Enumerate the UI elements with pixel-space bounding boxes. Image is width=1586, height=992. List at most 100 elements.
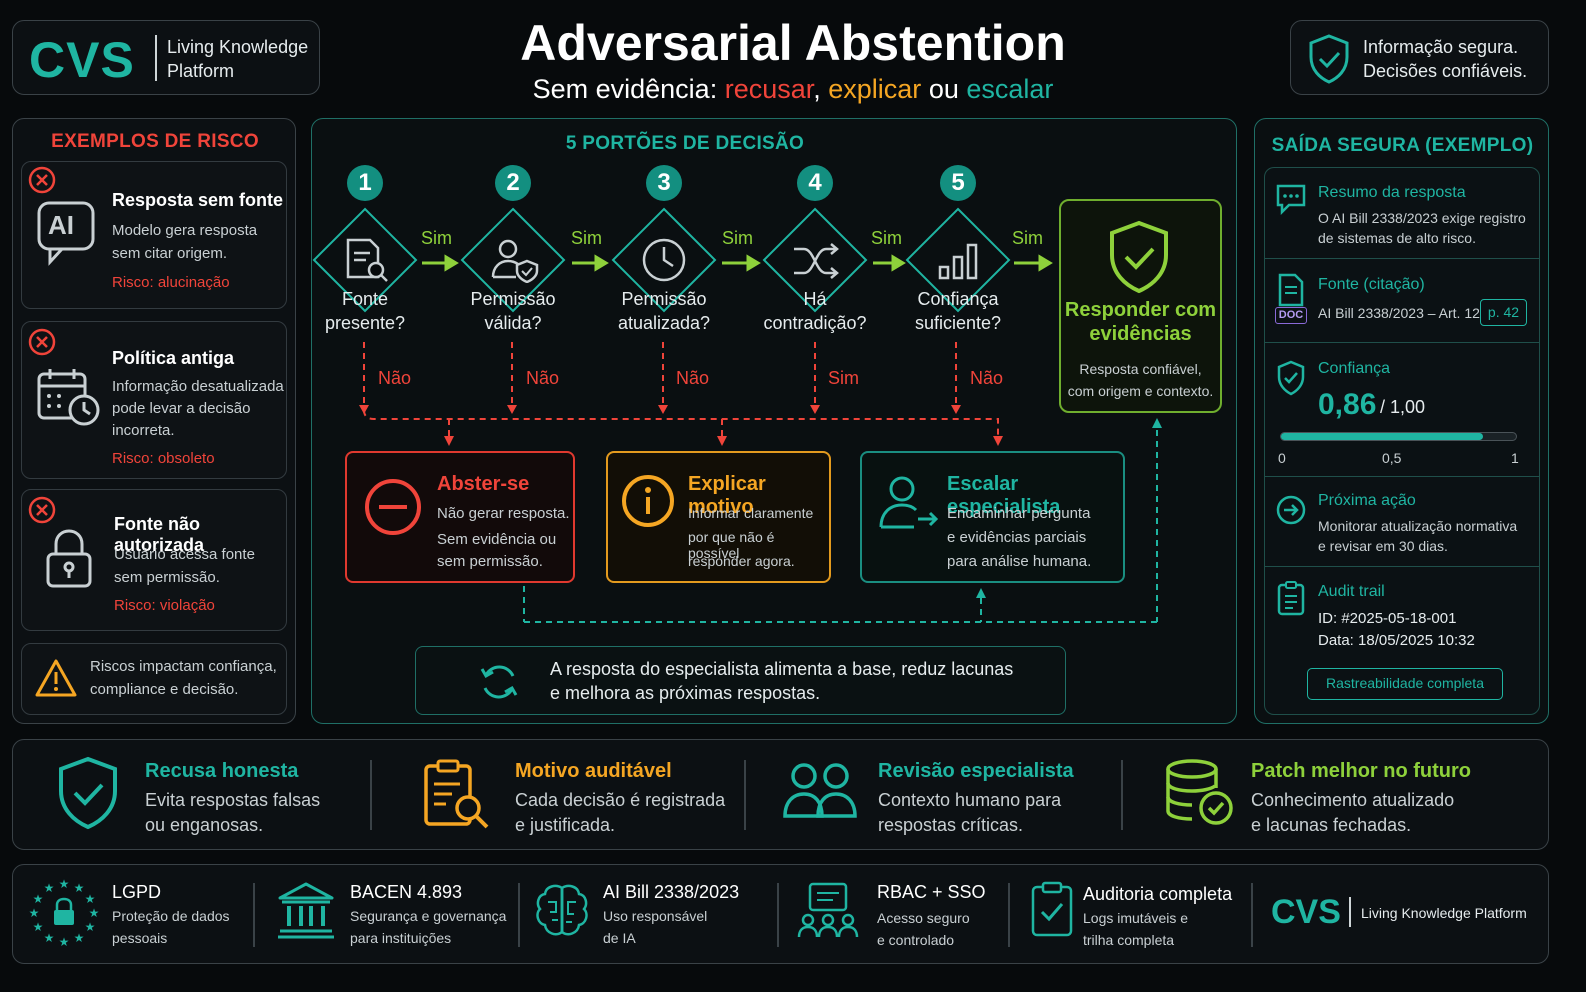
confidence-max: / 1,00 xyxy=(1380,397,1426,417)
risk-title: Fonte não autorizada xyxy=(114,514,205,555)
risk-label: Risco: obsoleto xyxy=(112,450,215,467)
gate-diamond xyxy=(460,207,566,313)
gate-2: 2 Permissão válida? xyxy=(458,165,568,345)
svg-text:★: ★ xyxy=(74,881,85,895)
info-circle-icon xyxy=(622,475,674,527)
divider xyxy=(253,883,255,947)
gate-diamond xyxy=(312,207,418,313)
gate-diamond xyxy=(762,207,868,313)
warning-text-2: compliance e decisão. xyxy=(90,681,239,698)
gates-panel-title: 5 PORTÕES DE DECISÃO xyxy=(565,133,805,154)
outcome-line-2: Sem evidência ou xyxy=(437,531,557,548)
gate-label-1: Confiança xyxy=(917,289,999,309)
subtitle-explain: explicar xyxy=(828,74,922,104)
risk-warning-card: Riscos impactam confiança, compliance e … xyxy=(21,643,287,715)
svg-text:★: ★ xyxy=(44,931,55,945)
users-icon xyxy=(783,763,857,818)
subtitle-sep2: ou xyxy=(921,74,967,104)
source-page-badge[interactable]: p. 42 xyxy=(1480,299,1527,326)
respond-desc-1: Resposta confiável, xyxy=(1079,361,1202,377)
outcome-title: Escalar especialista xyxy=(947,473,1061,518)
confidence-bar-track xyxy=(1280,432,1517,441)
outcome-title: Abster-se xyxy=(437,473,530,495)
audit-id: ID: #2025-05-18-001 xyxy=(1318,610,1457,627)
benefit-line-1: Contexto humano para xyxy=(878,790,1062,810)
risk-card-old-policy: Política antiga Informação desatualizada… xyxy=(21,321,287,479)
arrow-circle-right-icon xyxy=(1276,495,1306,525)
compliance-line-2: de IA xyxy=(603,930,636,946)
divider xyxy=(1264,566,1539,567)
outcome-line-3: para análise humana. xyxy=(947,553,1092,570)
compliance-line-1: Logs imutáveis e xyxy=(1083,910,1189,926)
svg-text:★: ★ xyxy=(59,935,70,948)
logo-subtitle-2: Platform xyxy=(167,61,235,81)
user-shield-icon xyxy=(491,239,539,283)
footer-logo-divider xyxy=(1349,897,1351,927)
gate-3: 3 Permissão atualizada? xyxy=(609,165,719,345)
confidence-tick-0: 0 xyxy=(1278,450,1286,466)
risk-desc-2: sem citar origem. xyxy=(112,245,228,262)
shield-check-icon xyxy=(1110,220,1168,294)
audit-title: Audit trail xyxy=(1318,583,1385,600)
risk-desc-1: Usuário acessa fonte xyxy=(114,546,255,563)
user-forward-icon xyxy=(879,476,939,529)
compliance-title: BACEN 4.893 xyxy=(350,882,463,902)
summary-title: Resumo da resposta xyxy=(1318,184,1466,201)
logo-divider xyxy=(155,35,157,81)
error-x-icon xyxy=(28,328,56,356)
risk-desc-2: pode levar a decisão xyxy=(112,400,251,417)
compliance-title: RBAC + SSO xyxy=(877,882,986,902)
confidence-value: 0,86 xyxy=(1318,388,1377,421)
eu-stars-lock-icon: ★★★★★★ ★★★★★★ xyxy=(29,877,100,948)
clipboard-check-icon xyxy=(1031,881,1073,937)
respond-title-1: Responder com xyxy=(1064,299,1217,321)
source-text: AI Bill 2338/2023 – Art. 12 xyxy=(1318,305,1480,321)
gate-1-no: Não xyxy=(378,368,412,388)
traceability-button[interactable]: Rastreabilidade completa xyxy=(1307,668,1503,700)
gate-label-2: suficiente? xyxy=(914,313,1002,333)
benefit-title: Motivo auditável xyxy=(515,760,672,782)
summary-line-1: O AI Bill 2338/2023 exige registro xyxy=(1318,210,1526,226)
audit-date: Data: 18/05/2025 10:32 xyxy=(1318,632,1475,649)
outcome-abstain: Abster-se Não gerar resposta. Sem evidên… xyxy=(345,451,575,583)
database-check-icon xyxy=(1166,759,1233,825)
outcome-line-3: responder agora. xyxy=(688,553,795,569)
outcome-escalate: Escalar especialista Encaminhar pergunta… xyxy=(860,451,1125,583)
clock-icon xyxy=(642,238,686,282)
minus-circle-icon xyxy=(365,479,421,535)
source-title: Fonte (citação) xyxy=(1318,276,1425,293)
risk-card-no-source: AI Resposta sem fonte Modelo gera respos… xyxy=(21,161,287,309)
outcome-line-2: por que não é possível xyxy=(688,529,775,561)
gate-label-1: Há xyxy=(803,289,827,309)
gate-diamond xyxy=(611,207,717,313)
header-logo-box: CVS Living Knowledge Platform xyxy=(12,20,320,95)
gate-1: 1 Fonte presente? xyxy=(310,165,420,345)
summary-line-2: de sistemas de alto risco. xyxy=(1318,230,1476,246)
risk-desc-1: Modelo gera resposta xyxy=(112,222,258,239)
chat-bubble-icon xyxy=(1276,184,1306,215)
feedback-loop-box: A resposta do especialista alimenta a ba… xyxy=(415,646,1066,715)
logo-subtitle-1: Living Knowledge xyxy=(167,37,309,57)
gate-1-yes: Sim xyxy=(421,228,452,248)
secure-text-2: Decisões confiáveis. xyxy=(1363,61,1528,81)
confidence-title: Confiança xyxy=(1318,360,1391,377)
gate-2-no: Não xyxy=(526,368,560,388)
respond-evidence-box: Responder com evidências Resposta confiá… xyxy=(1059,199,1222,413)
outcome-title: Explicar motivo xyxy=(688,473,766,518)
divider xyxy=(744,760,746,830)
svg-text:★: ★ xyxy=(59,877,70,891)
benefit-title: Revisão especialista xyxy=(878,760,1074,782)
risk-panel-title: EXEMPLOS DE RISCO xyxy=(51,131,259,152)
shield-check-icon xyxy=(1309,34,1349,84)
lock-icon xyxy=(46,529,92,588)
refresh-icon xyxy=(480,665,518,699)
benefit-title: Recusa honesta xyxy=(145,760,299,782)
compliance-line-1: Uso responsável xyxy=(603,908,708,924)
next-action-title: Próxima ação xyxy=(1318,492,1416,509)
respond-title-2: evidências xyxy=(1089,323,1192,345)
benefits-panel xyxy=(12,739,1549,850)
error-x-icon xyxy=(28,166,56,194)
risk-title: Política antiga xyxy=(112,348,235,368)
divider xyxy=(1008,883,1010,947)
gate-3-yes: Sim xyxy=(722,228,753,248)
